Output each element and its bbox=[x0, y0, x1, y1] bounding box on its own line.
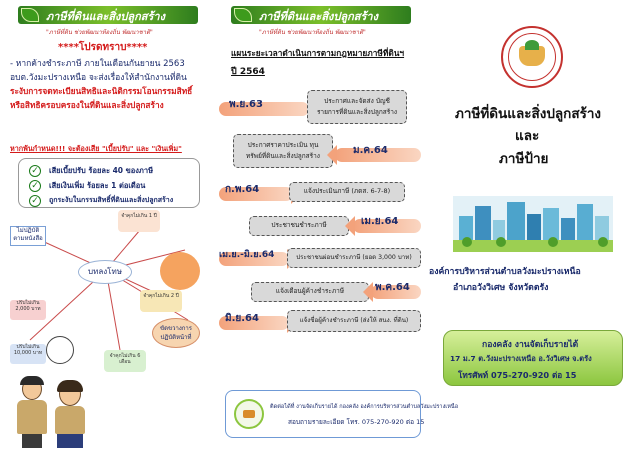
cover-title-2: และ bbox=[515, 128, 540, 144]
flow-fine-2000: ปรับไม่เกิน 2,000 บาท bbox=[10, 300, 46, 320]
timeline-arrow bbox=[327, 145, 421, 165]
timeline-date-6: พ.ค.64 bbox=[375, 282, 410, 293]
notice-line-3: ระงับการจดทะเบียนสิทธิและนิติกรรมโอนกรรม… bbox=[10, 86, 193, 96]
timeline-date-4: เม.ย.64 bbox=[361, 216, 399, 227]
notice-heading: ****โปรดทราบ**** bbox=[58, 42, 148, 53]
penalty-2: เสียเงินเพิ่ม ร้อยละ 1 ต่อเดือน bbox=[49, 181, 146, 190]
mascot-man-icon bbox=[14, 376, 50, 450]
timeline-arrow bbox=[345, 216, 421, 236]
org-line-1: องค์การบริหารส่วนตำบลวังมะปรางเหนือ bbox=[429, 267, 581, 277]
timeline-date-7: มิ.ย.64 bbox=[225, 313, 259, 324]
timeline-year: ปี 2564 bbox=[231, 67, 265, 77]
banner-slogan: "ภาษีที่ดิน ช่วยพัฒนาท้องถิ่น พัฒนาชาติ" bbox=[259, 29, 366, 36]
timeline-step-5: ประชาชนผ่อนชำระภาษี (ยอด 3,000 บาท) bbox=[287, 248, 421, 268]
penalty-box: ✓ เสียเบี้ยปรับ ร้อยละ 40 ของภาษี ✓ เสีย… bbox=[18, 158, 200, 208]
notice-line-2: อบต.วังมะปรางเหนือ จะส่งเรื่องให้สำนักงา… bbox=[10, 73, 187, 83]
org-seal-icon bbox=[234, 399, 264, 429]
office-line-3: โทรศัพท์ 075-270-920 ต่อ 15 bbox=[458, 370, 577, 380]
flow-fine-10000: ปรับไม่เกิน 10,000 บาท bbox=[10, 344, 46, 364]
banner-slogan: "ภาษีที่ดิน ช่วยพัฒนาท้องถิ่น พัฒนาชาติ" bbox=[46, 29, 153, 36]
timeline-step-2-text: ประกาศราคาประเมิน ทุนทรัพย์ที่ดินและสิ่ง… bbox=[246, 141, 320, 160]
city-skyline-icon bbox=[453, 196, 613, 252]
penalty-1: เสียเบี้ยปรับ ร้อยละ 40 ของภาษี bbox=[49, 166, 154, 175]
check-icon: ✓ bbox=[29, 180, 41, 192]
penalty-center: บทลงโทษ bbox=[78, 260, 132, 284]
flow-circle-icon bbox=[46, 336, 74, 364]
contact-line-2: สอบถามรายละเอียด โทร. 075-270-920 ต่อ 15 bbox=[288, 418, 425, 426]
flow-no-comply: ไม่ปฏิบัติ ตามหนังสือ bbox=[10, 226, 46, 246]
timeline-step-1: ประกาศและจัดส่ง บัญชีรายการที่ดินและสิ่ง… bbox=[307, 90, 407, 124]
banner-title: ภาษีที่ดินและสิ่งปลูกสร้าง bbox=[46, 10, 165, 23]
org-line-2: อำเภอวังวิเศษ จังหวัดตรัง bbox=[453, 283, 549, 293]
office-contact-box: กองคลัง งานจัดเก็บรายได้ 17 ม.7 ต.วังมะป… bbox=[443, 330, 623, 386]
timeline-date-5: เม.ย.-มิ.ย.64 bbox=[219, 250, 275, 260]
flow-jail-1: จำคุกไม่เกิน 1 ปี bbox=[118, 210, 160, 232]
flow-jail-6: จำคุกไม่เกิน 6 เดือน bbox=[104, 350, 146, 372]
timeline-step-1-text: ประกาศและจัดส่ง บัญชีรายการที่ดินและสิ่ง… bbox=[316, 97, 398, 116]
flow-jail-2: จำคุกไม่เกิน 2 ปี bbox=[140, 290, 182, 312]
brand-banner-mid: ภาษีที่ดินและสิ่งปลูกสร้าง bbox=[231, 6, 411, 24]
cover-title-1: ภาษีที่ดินและสิ่งปลูกสร้าง bbox=[455, 106, 602, 122]
office-line-1: กองคลัง งานจัดเก็บรายได้ bbox=[482, 340, 579, 350]
timeline-date-3: ก.พ.64 bbox=[225, 184, 260, 195]
timeline-date-2: ม.ค.64 bbox=[353, 145, 388, 156]
leaf-icon bbox=[21, 8, 39, 22]
contact-line-1: ติดต่อได้ที่ งานจัดเก็บรายได้ กองคลัง อง… bbox=[270, 404, 459, 410]
timeline-step-6: แจ้งเตือนผู้ค้างชำระภาษี bbox=[251, 282, 369, 302]
brand-banner-left: ภาษีที่ดินและสิ่งปลูกสร้าง bbox=[18, 6, 198, 24]
timeline-step-7: แจ้งชื่อผู้ค้างชำระภาษี (ส่งให้ สนง. ที่… bbox=[287, 310, 421, 332]
leaf-icon bbox=[234, 8, 252, 22]
check-icon: ✓ bbox=[29, 165, 41, 177]
timeline-step-4: ประชาชนชำระภาษี bbox=[249, 216, 349, 236]
timeline-arrow bbox=[363, 282, 421, 302]
panel-timeline: ภาษีที่ดินและสิ่งปลูกสร้าง "ภาษีที่ดิน ช… bbox=[213, 0, 458, 457]
cover-title-3: ภาษีป้าย bbox=[499, 151, 549, 167]
notice-line-4: หรือสิทธิครอบครองในที่ดินและสิ่งปลูกสร้า… bbox=[10, 100, 164, 110]
timeline-step-3: แจ้งประเมินภาษี (ภดส. 6-7-8) bbox=[289, 182, 405, 202]
timeline-date-1: พ.ย.63 bbox=[229, 99, 263, 110]
timeline-step-2: ประกาศราคาประเมิน ทุนทรัพย์ที่ดินและสิ่ง… bbox=[233, 134, 333, 168]
banner-title: ภาษีที่ดินและสิ่งปลูกสร้าง bbox=[259, 10, 378, 23]
panel-penalties: ภาษีที่ดินและสิ่งปลูกสร้าง "ภาษีที่ดิน ช… bbox=[0, 0, 213, 457]
flow-obstruct: ขัดขวางการ ปฏิบัติหน้าที่ bbox=[152, 318, 200, 348]
timeline-title: แผนระยะเวลาดำเนินการตามกฎหมายภาษีที่ดินฯ bbox=[231, 48, 405, 58]
panel-cover: ภาษีที่ดินและสิ่งปลูกสร้าง และ ภาษีป้าย … bbox=[427, 0, 640, 457]
office-line-2: 17 ม.7 ต.วังมะปรางเหนือ อ.วังวิเศษ จ.ตรั… bbox=[450, 354, 592, 363]
flow-orange-bubble bbox=[160, 252, 200, 290]
check-icon: ✓ bbox=[29, 195, 41, 207]
late-heading: หากพ้นกำหนด!!! จะต้องเสีย "เบี้ยปรับ" แล… bbox=[10, 144, 182, 153]
contact-box: ติดต่อได้ที่ งานจัดเก็บรายได้ กองคลัง อง… bbox=[225, 390, 458, 438]
mascot-woman-icon bbox=[52, 380, 88, 450]
notice-line-1: - หากค้างชำระภาษี ภายในเดือนกันยายน 2563 bbox=[10, 59, 185, 69]
penalty-3: ถูกระงับในกรรมสิทธิ์ที่ดินและสิ่งปลูกสร้… bbox=[49, 196, 174, 204]
org-seal-icon bbox=[501, 26, 563, 88]
